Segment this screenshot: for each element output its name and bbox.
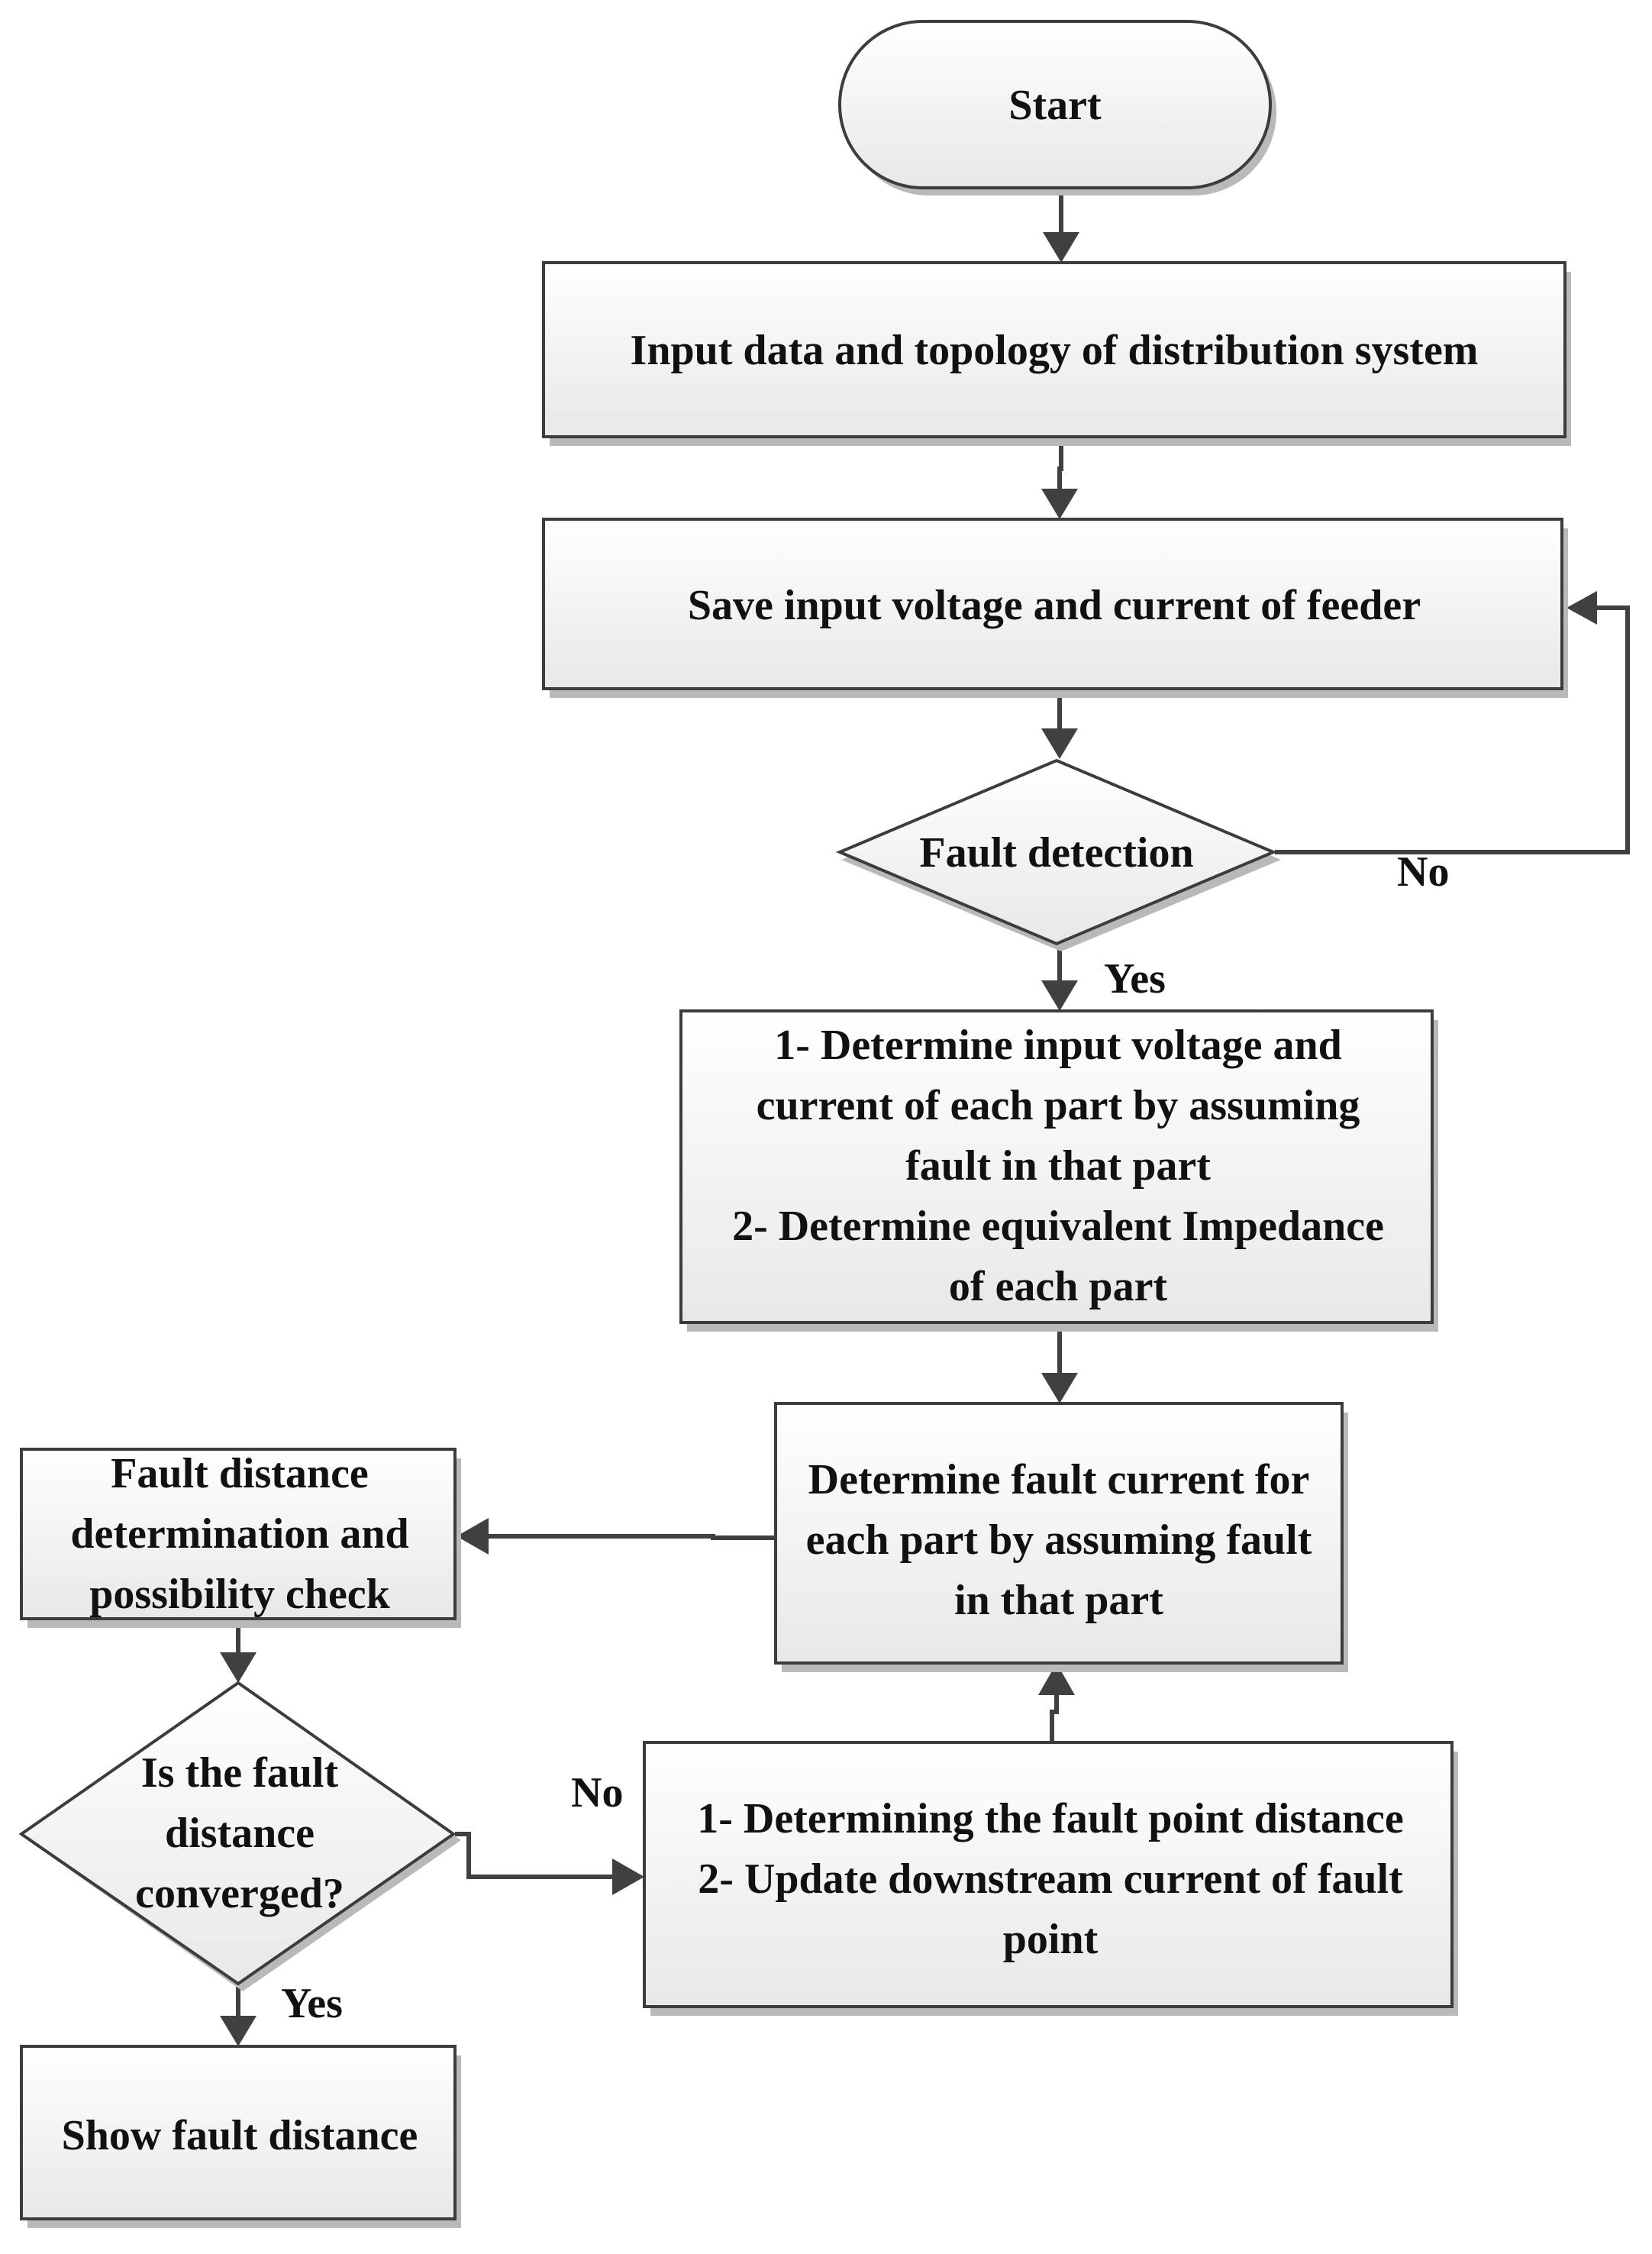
update-node: 1- Determining the fault point distance 2… (643, 1741, 1458, 2016)
arrowhead-loop (1566, 591, 1597, 625)
fault-detection-node: Fault detection (835, 758, 1281, 951)
arrowhead-determine (1041, 980, 1078, 1011)
arrowhead-detection (1041, 728, 1078, 759)
label-line: 1- Determining the fault point distance (697, 1795, 1404, 1842)
edge-label-converged-yes: Yes (281, 1980, 343, 2027)
label-line: distance (165, 1810, 315, 1857)
label-line: Fault distance (111, 1450, 369, 1497)
arrowhead-update (612, 1858, 644, 1895)
label-line: Input data and topology of distribution … (631, 327, 1479, 374)
determine-parts-label: 1- Determine input voltage and current of… (732, 1022, 1384, 1310)
label-line: Show fault distance (62, 2112, 418, 2159)
arrowhead-current-up (1038, 1663, 1075, 1695)
connector-converged-no (455, 1832, 617, 1879)
label-line: converged? (135, 1870, 344, 1917)
label-line: 2- Determine equivalent Impedance (732, 1203, 1384, 1250)
arrowhead-save (1041, 489, 1078, 519)
converged-label: Is the fault distance converged? (135, 1749, 344, 1917)
label-line: 1- Determine input voltage and (774, 1022, 1342, 1069)
distance-check-node: Fault distance determination and possibili… (20, 1448, 461, 1628)
edge-label-detection-yes: Yes (1104, 955, 1166, 1003)
connectors (220, 189, 1630, 2046)
label-line: in that part (954, 1577, 1163, 1624)
arrowhead-converged (220, 1652, 257, 1683)
arrowhead-input (1043, 232, 1079, 263)
show-label: Show fault distance (62, 2112, 418, 2159)
edge-label-detection-no: No (1397, 848, 1449, 896)
label-line: point (1003, 1916, 1099, 1963)
arrowhead-current (1041, 1373, 1078, 1403)
show-node: Show fault distance (20, 2045, 461, 2228)
connector-detection-no-loop (1275, 605, 1630, 854)
label-line: current of each part by assuming (757, 1082, 1360, 1129)
determine-parts-node: 1- Determine input voltage and current of… (679, 1009, 1438, 1332)
input-data-label: Input data and topology of distribution … (631, 327, 1479, 374)
edge-label-converged-no: No (571, 1769, 623, 1816)
start-label: Start (1008, 82, 1102, 129)
converged-decision-node: Is the fault distance converged? (18, 1681, 461, 1991)
distance-check-label: Fault distance determination and possibili… (70, 1450, 408, 1618)
label-line: of each part (949, 1263, 1168, 1310)
fault-detection-label: Fault detection (919, 829, 1193, 877)
label-line: determination and (70, 1510, 408, 1558)
label-line: possibility check (89, 1571, 390, 1618)
arrowhead-distance (457, 1518, 489, 1555)
input-data-node: Input data and topology of distribution … (542, 261, 1571, 446)
start-node: Start (838, 20, 1276, 195)
connector-current-to-distance (482, 1534, 776, 1540)
connector-input-to-save (1057, 438, 1063, 495)
label-line: Determine fault current for (808, 1456, 1310, 1503)
label-line: Fault detection (919, 829, 1193, 877)
fault-current-node: Determine fault current for each part by … (774, 1402, 1348, 1672)
update-label: 1- Determining the fault point distance 2… (697, 1795, 1404, 1963)
connector-update-to-current (1050, 1689, 1059, 1742)
save-input-node: Save input voltage and current of feeder (542, 518, 1568, 698)
arrowhead-show (220, 2016, 257, 2046)
label-line: fault in that part (905, 1142, 1211, 1190)
save-input-label: Save input voltage and current of feeder (688, 582, 1421, 629)
label-line: Start (1008, 82, 1102, 129)
fault-current-label: Determine fault current for each part by … (806, 1456, 1312, 1624)
label-line: each part by assuming fault (806, 1516, 1312, 1564)
label-line: Is the fault (141, 1749, 339, 1797)
label-line: Save input voltage and current of feeder (688, 582, 1421, 629)
label-line: 2- Update downstream current of fault (698, 1855, 1403, 1903)
